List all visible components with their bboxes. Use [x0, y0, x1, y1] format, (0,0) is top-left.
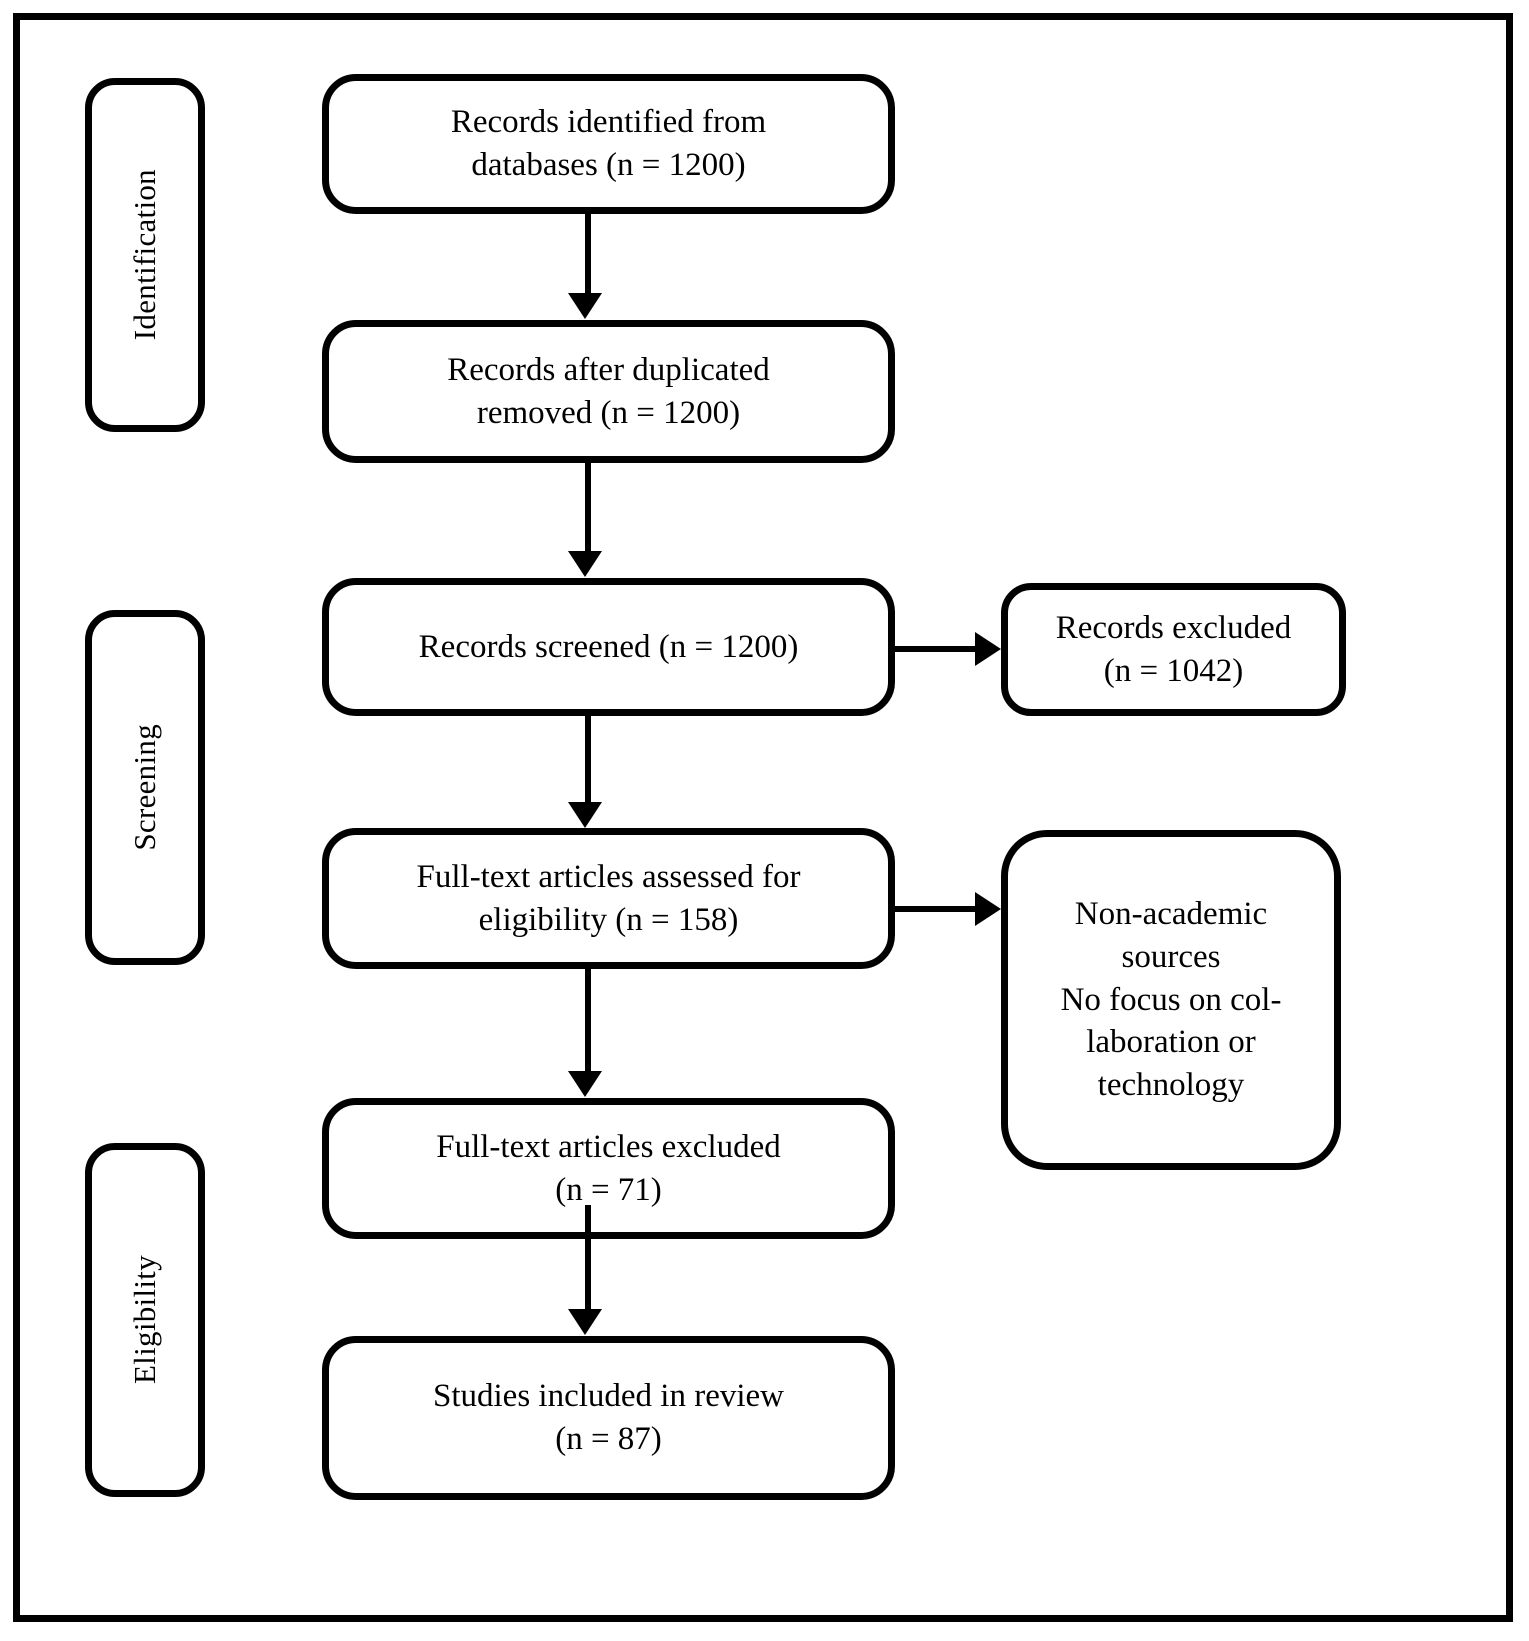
outer-border-frame: [13, 13, 1513, 1622]
connector-line-excluded-to-included: [585, 1205, 591, 1311]
node-studies-included-in-review-text: Studies included in review (n = 87): [432, 1378, 784, 1457]
connector-line-screened-to-fulltext: [585, 716, 591, 804]
connector-line-dedup-to-screened: [585, 463, 591, 553]
stage-label-eligibility: Eligibility: [127, 1255, 162, 1385]
arrowhead-fulltext-to-excluded: [568, 1071, 602, 1097]
node-records-excluded-text: Records excluded (n = 1042): [1055, 609, 1292, 689]
stage-box-eligibility: Eligibility: [85, 1143, 205, 1497]
stage-box-identification: Identification: [85, 78, 205, 432]
arrowhead-dedup-to-screened: [568, 551, 602, 577]
node-exclusion-reasons: Non-academic sources No focus on col- la…: [1001, 830, 1341, 1170]
arrowhead-fulltext-to-reasons: [975, 892, 1001, 926]
node-full-text-articles-assessed: Full-text articles assessed for eligibil…: [322, 828, 895, 969]
stage-box-screening: Screening: [85, 610, 205, 965]
arrowhead-identified-to-dedup: [568, 293, 602, 319]
arrowhead-screened-to-fulltext: [568, 802, 602, 828]
connector-line-identified-to-dedup: [585, 214, 591, 295]
arrowhead-screened-to-excluded: [975, 632, 1001, 666]
node-studies-included-in-review: Studies included in review (n = 87): [322, 1336, 895, 1500]
arrowhead-excluded-to-included: [568, 1309, 602, 1335]
node-records-identified: Records identified from databases (n = 1…: [322, 74, 895, 214]
node-records-identified-text: Records identified from databases (n = 1…: [450, 104, 767, 183]
node-full-text-articles-excluded: Full-text articles excluded (n = 71): [322, 1098, 895, 1239]
connector-line-fulltext-to-reasons: [893, 906, 977, 912]
node-records-excluded: Records excluded (n = 1042): [1001, 583, 1346, 716]
node-full-text-articles-excluded-text: Full-text articles excluded (n = 71): [436, 1128, 781, 1208]
stage-label-identification: Identification: [127, 169, 162, 341]
node-records-after-duplicates-removed-text: Records after duplicated removed (n = 12…: [447, 351, 770, 431]
node-records-screened: Records screened (n = 1200): [322, 578, 895, 716]
node-records-after-duplicates-removed: Records after duplicated removed (n = 12…: [322, 320, 895, 463]
connector-line-screened-to-excluded: [893, 646, 977, 652]
stage-label-screening: Screening: [127, 724, 162, 851]
node-exclusion-reasons-text: Non-academic sources No focus on col- la…: [1060, 895, 1282, 1104]
connector-line-fulltext-to-excluded: [585, 969, 591, 1073]
node-full-text-articles-assessed-text: Full-text articles assessed for eligibil…: [416, 858, 801, 938]
node-records-screened-text: Records screened (n = 1200): [418, 628, 799, 665]
